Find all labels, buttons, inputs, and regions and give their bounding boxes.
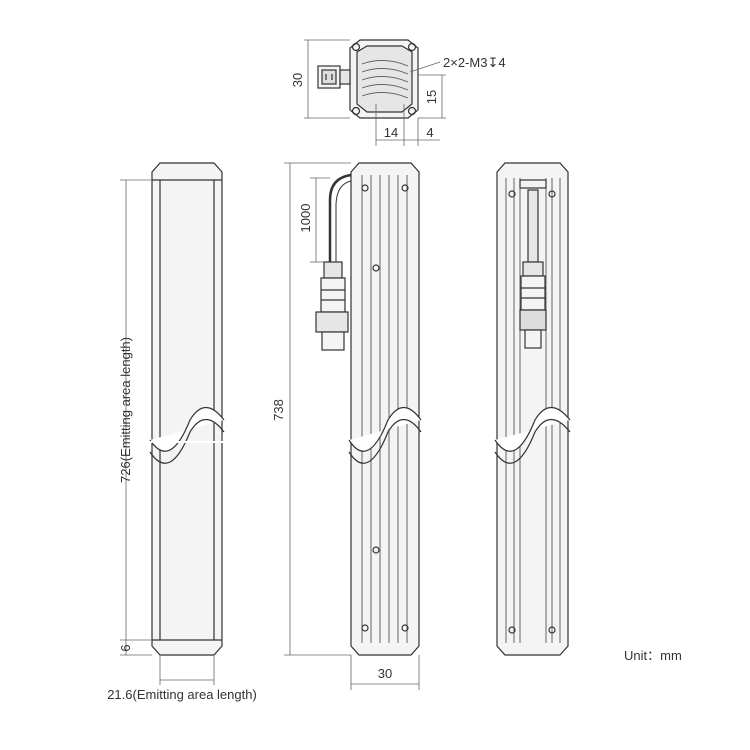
cable-length-dim: 1000 bbox=[298, 204, 313, 233]
side-view bbox=[284, 162, 422, 690]
top-height-dim: 30 bbox=[290, 73, 305, 87]
emitting-length-dim: 726(Emitting area length) bbox=[118, 337, 133, 483]
emitting-width-dim: 21.6(Emitting area length) bbox=[107, 687, 257, 702]
side-width-dim: 30 bbox=[378, 666, 392, 681]
top-width-dim: 14 bbox=[384, 125, 398, 140]
unit-label: Unit：mm bbox=[624, 648, 682, 663]
back-view bbox=[494, 162, 571, 656]
end-dim: 6 bbox=[118, 644, 133, 651]
top-view bbox=[304, 39, 446, 146]
thread-note: 2×2-M3↧4 bbox=[443, 55, 506, 70]
top-depth-dim: 15 bbox=[424, 90, 439, 104]
front-view bbox=[120, 162, 226, 685]
total-length-dim: 738 bbox=[271, 399, 286, 421]
top-offset-dim: 4 bbox=[426, 125, 433, 140]
